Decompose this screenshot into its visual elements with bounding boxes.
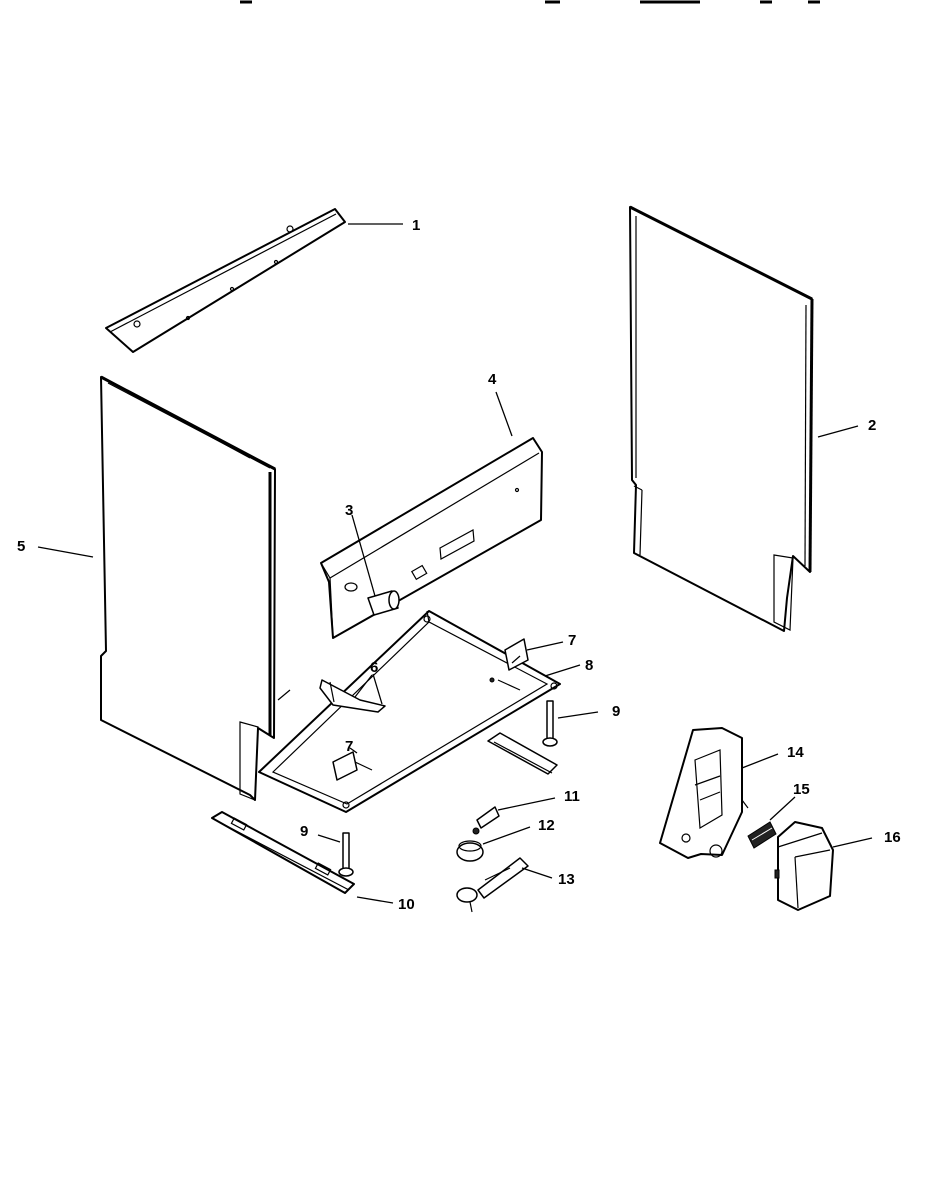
part-2-right-panel bbox=[629, 205, 859, 632]
part-5-left-panel bbox=[37, 375, 291, 801]
part-7-hinge-lower bbox=[332, 747, 373, 781]
callout-2: 2 bbox=[868, 417, 876, 434]
part-11-clip bbox=[472, 797, 556, 835]
part-10-rail bbox=[211, 811, 394, 904]
part-6-bracket bbox=[319, 673, 386, 713]
callout-3: 3 bbox=[345, 502, 353, 519]
callout-15: 15 bbox=[793, 781, 810, 798]
part-12-cap bbox=[456, 826, 531, 862]
callout-11: 11 bbox=[564, 788, 580, 805]
callout-16: 16 bbox=[884, 829, 901, 846]
part-15-connector bbox=[747, 796, 796, 849]
part-9-leveling-leg-left bbox=[317, 832, 354, 877]
base-rail-right bbox=[487, 732, 558, 775]
callout-7-upper: 7 bbox=[568, 632, 576, 649]
callout-5: 5 bbox=[17, 538, 25, 555]
callout-10: 10 bbox=[398, 896, 415, 913]
part-7-hinge-upper bbox=[489, 638, 564, 691]
callout-labels: 1 2 3 4 5 6 7 7 8 9 9 10 11 12 13 14 15 … bbox=[17, 217, 901, 913]
part-1-top-strip bbox=[105, 208, 403, 353]
callout-9-right: 9 bbox=[612, 703, 620, 720]
callout-4: 4 bbox=[488, 371, 497, 388]
part-3-cylinder bbox=[351, 514, 400, 616]
callout-13: 13 bbox=[558, 871, 575, 888]
part-16-cover bbox=[774, 821, 873, 911]
callout-8: 8 bbox=[585, 657, 593, 674]
callout-9-left: 9 bbox=[300, 823, 308, 840]
part-9-leveling-leg-right bbox=[542, 700, 599, 747]
part-13-bracket-assembly bbox=[456, 857, 553, 913]
callout-6: 6 bbox=[370, 659, 378, 676]
part-14-mounting-plate bbox=[659, 727, 779, 859]
callout-1: 1 bbox=[412, 217, 420, 234]
callout-7-lower: 7 bbox=[345, 738, 353, 755]
part-8-base-frame bbox=[258, 610, 581, 813]
callout-12: 12 bbox=[538, 817, 555, 834]
callout-14: 14 bbox=[787, 744, 804, 761]
part-4-front-panel bbox=[320, 391, 543, 639]
